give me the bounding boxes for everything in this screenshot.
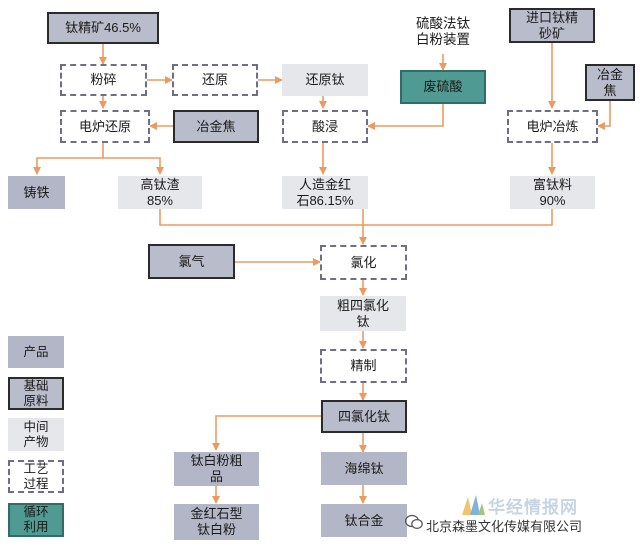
arrow-wasteacid-leaching — [367, 104, 444, 130]
node-coke-left: 冶金焦 — [173, 110, 259, 143]
node-acid-leaching: 酸浸 — [282, 110, 368, 143]
arrow-furnace-split — [33, 143, 104, 175]
node-reduction: 还原 — [172, 64, 258, 96]
node-chlorine: 氯气 — [148, 244, 235, 279]
watermark-logo-icon — [462, 495, 485, 515]
node-reduced-titanium: 还原钛 — [282, 64, 368, 96]
arrow-furnace-slag — [103, 157, 164, 175]
legend-product: 产品 — [8, 336, 64, 368]
node-chlorination: 氯化 — [320, 245, 407, 280]
node-electric-furnace-smelting: 电炉冶炼 — [507, 110, 598, 143]
node-titanium-concentrate: 钛精矿46.5% — [47, 12, 159, 44]
legend-process: 工艺 过程 — [8, 460, 64, 493]
node-crude-tio2: 钛白粉粗 品 — [174, 452, 259, 486]
watermark-company: 北京森墨文化传媒有限公司 — [426, 519, 583, 534]
arrow-coke2-smelting — [597, 101, 611, 130]
legend-raw: 基础 原料 — [8, 377, 64, 410]
arrow-ticl4-crudetio2 — [212, 415, 321, 451]
node-waste-acid: 废硫酸 — [400, 70, 486, 104]
wechat-icon — [404, 514, 423, 530]
node-ticl4: 四氯化钛 — [321, 400, 407, 433]
node-rutile-tio2: 金红石型 钛白粉 — [174, 504, 259, 540]
node-refining: 精制 — [320, 349, 407, 383]
node-ti-alloy: 钛合金 — [321, 504, 407, 537]
watermark-brand: 华经情报网 — [488, 498, 578, 517]
legend-intermediate: 中间 产物 — [8, 418, 64, 451]
node-ti-rich: 富钛料 90% — [510, 176, 595, 209]
node-cast-iron: 铸铁 — [8, 176, 65, 209]
node-crushing: 粉碎 — [60, 64, 147, 96]
node-crude-ticl4: 粗四氯化 钛 — [320, 296, 406, 331]
arrow-slag-merge — [159, 209, 553, 226]
node-high-ti-slag: 高钛渣 85% — [118, 176, 202, 209]
node-coke-right: 冶金 焦 — [585, 64, 635, 101]
legend-recycle: 循环 利用 — [8, 503, 64, 537]
node-electric-furnace-reduction: 电炉还原 — [60, 110, 150, 143]
node-imported-slag: 进口钛精 砂矿 — [509, 8, 595, 43]
node-sulfuric-plant: 硫酸法钛 白粉装置 — [416, 16, 470, 47]
node-sponge-ti: 海绵钛 — [321, 452, 407, 485]
node-synthetic-rutile: 人造金红 石86.15% — [282, 176, 368, 209]
